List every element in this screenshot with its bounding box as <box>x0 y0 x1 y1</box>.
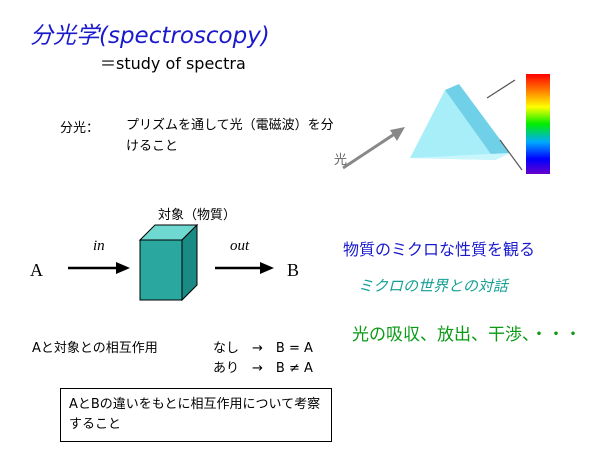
micro-property-text: 物質のミクロな性質を観る <box>343 240 536 259</box>
out-arrow <box>215 262 274 274</box>
target-label: 対象（物質） <box>158 208 237 223</box>
light-arrow <box>342 127 405 170</box>
subtitle: ＝study of spectra <box>100 54 246 73</box>
dispersion-lines <box>486 79 523 171</box>
page-title: 分光学(spectroscopy) <box>30 23 270 49</box>
target-cube <box>138 223 199 302</box>
note-box: AとBの違いをもとに相互作用について考察すること <box>60 388 332 442</box>
in-arrow <box>68 262 130 274</box>
out-label: out <box>230 238 250 254</box>
definition-label: 分光： <box>60 121 100 136</box>
definition-text: プリズムを通して光（電磁波）を分けること <box>126 118 334 154</box>
micro-dialogue-text: ミクロの世界との対話 <box>358 277 508 295</box>
case-none: なし → B = A <box>213 341 313 356</box>
case-some: あり → B ≠ A <box>213 361 313 376</box>
prism-icon <box>410 84 510 160</box>
a-label: A <box>30 260 43 280</box>
interaction-label: Aと対象との相互作用 <box>32 341 158 356</box>
light-label: 光 <box>334 153 348 168</box>
b-label: B <box>287 260 300 280</box>
spectrum-bar <box>526 74 550 174</box>
phenomena-text: 光の吸収、放出、干渉、・・・ <box>352 325 582 345</box>
in-label: in <box>93 238 105 254</box>
